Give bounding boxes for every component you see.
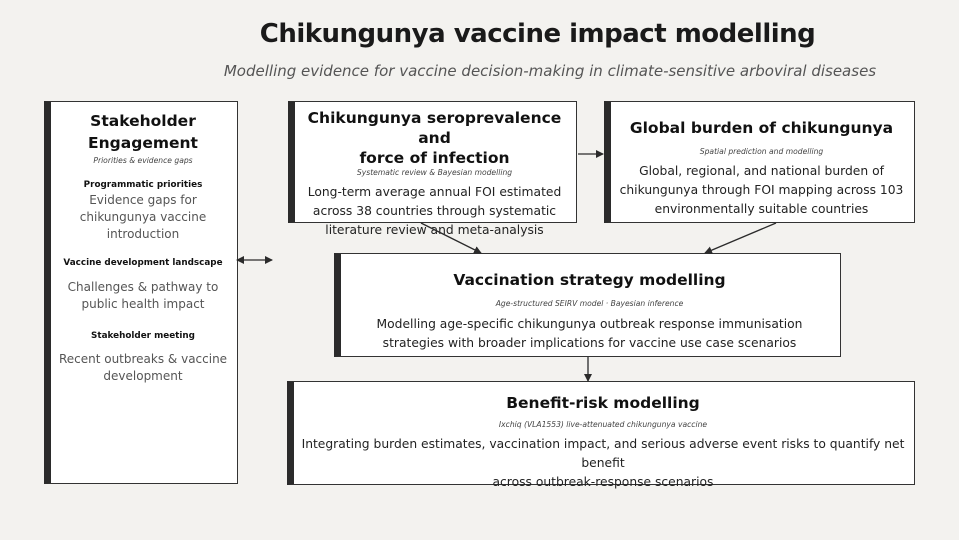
- body-line: Modelling age-specific chikungunya outbr…: [376, 317, 803, 331]
- section-text-line: introduction: [106, 227, 180, 241]
- global-burden-subtitle: Spatial prediction and modelling: [699, 147, 824, 156]
- seroprevalence-body: Long-term average annual FOI estimated a…: [299, 183, 570, 240]
- global-burden-title: Global burden of chikungunya: [629, 119, 894, 137]
- stakeholder-section-meeting: Stakeholder meeting Recent outbreaks & v…: [57, 331, 229, 385]
- section-text-line: public health impact: [81, 297, 205, 311]
- global-burden-box: Global burden of chikungunya Spatial pre…: [604, 101, 915, 223]
- section-text: Evidence gaps for chikungunya vaccine in…: [57, 192, 229, 243]
- section-heading: Programmatic priorities: [83, 180, 203, 190]
- seroprevalence-subtitle: Systematic review & Bayesian modelling: [356, 168, 513, 177]
- section-heading: Vaccine development landscape: [63, 258, 223, 268]
- body-line: Global, regional, and national burden of: [639, 164, 884, 178]
- body-line: strategies with broader implications for…: [382, 336, 797, 350]
- stakeholder-title-line1: Stakeholder: [90, 112, 196, 130]
- arrow-sero-to-vaccination: [420, 222, 482, 254]
- seroprevalence-title-line1: Chikungunya seroprevalence and: [307, 109, 562, 147]
- stakeholder-section-vaccine-landscape: Vaccine development landscape Challenges…: [57, 258, 229, 313]
- section-text-line: chikungunya vaccine: [79, 210, 207, 224]
- stakeholder-section-programmatic: Programmatic priorities Evidence gaps fo…: [57, 180, 229, 243]
- vaccination-body: Modelling age-specific chikungunya outbr…: [345, 315, 834, 353]
- section-text: Challenges & pathway to public health im…: [57, 279, 229, 313]
- global-burden-body: Global, regional, and national burden of…: [615, 162, 908, 219]
- body-line: across outbreak-response scenarios: [492, 475, 714, 489]
- seroprevalence-title: Chikungunya seroprevalence and force of …: [299, 108, 570, 168]
- section-text-line: development: [103, 369, 183, 383]
- page-subtitle: Modelling evidence for vaccine decision-…: [223, 62, 877, 80]
- seroprevalence-box: Chikungunya seroprevalence and force of …: [288, 101, 577, 237]
- section-text: Recent outbreaks & vaccine development: [57, 351, 229, 385]
- stakeholder-title: Stakeholder Engagement: [57, 110, 229, 154]
- body-line: environmentally suitable countries: [654, 202, 869, 216]
- vaccination-title: Vaccination strategy modelling: [453, 271, 726, 289]
- stakeholder-subtitle: Priorities & evidence gaps: [93, 156, 193, 165]
- vaccination-strategy-box: Vaccination strategy modelling Age-struc…: [334, 253, 841, 357]
- benefit-risk-body: Integrating burden estimates, vaccinatio…: [298, 435, 908, 492]
- body-line: across 38 countries through systematic: [312, 204, 557, 218]
- section-text-line: Recent outbreaks & vaccine: [58, 352, 228, 366]
- vaccination-subtitle: Age-structured SEIRV model · Bayesian in…: [495, 299, 684, 308]
- arrow-burden-to-vaccination: [704, 222, 777, 254]
- benefit-risk-box: Benefit-risk modelling Ixchiq (VLA1553) …: [287, 381, 915, 489]
- seroprevalence-title-line2: force of infection: [359, 149, 510, 167]
- page-title: Chikungunya vaccine impact modelling: [259, 19, 816, 49]
- section-text-line: Challenges & pathway to: [67, 280, 219, 294]
- benefit-risk-title: Benefit-risk modelling: [506, 394, 700, 412]
- body-line: chikungunya through FOI mapping across 1…: [619, 183, 904, 197]
- stakeholder-title-line2: Engagement: [88, 134, 198, 152]
- section-text-line: Evidence gaps for: [89, 193, 197, 207]
- body-line: Integrating burden estimates, vaccinatio…: [301, 437, 905, 470]
- section-heading: Stakeholder meeting: [91, 331, 195, 341]
- stakeholder-engagement-box: Stakeholder Engagement Priorities & evid…: [44, 101, 238, 484]
- body-line: Long-term average annual FOI estimated: [307, 185, 562, 199]
- benefit-risk-subtitle: Ixchiq (VLA1553) live-attenuated chikung…: [498, 420, 708, 429]
